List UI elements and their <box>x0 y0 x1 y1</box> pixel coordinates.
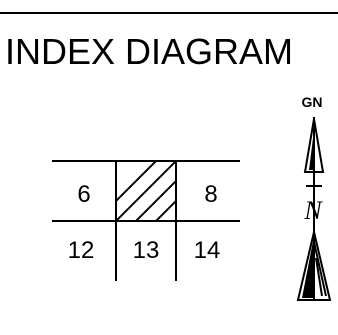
highlighted-cell-hatch <box>116 161 176 221</box>
cell-label-6: 6 <box>77 181 90 208</box>
cell-label-13: 13 <box>133 237 160 264</box>
cell-label-8: 8 <box>204 181 217 208</box>
cell-label-14: 14 <box>194 237 221 264</box>
diagram-title: INDEX DIAGRAM <box>5 31 293 72</box>
north-arrow-icon: GN N <box>296 94 332 301</box>
true-north-label: N <box>303 196 323 225</box>
grid-north-label: GN <box>302 94 323 110</box>
cell-label-12: 12 <box>68 237 95 264</box>
